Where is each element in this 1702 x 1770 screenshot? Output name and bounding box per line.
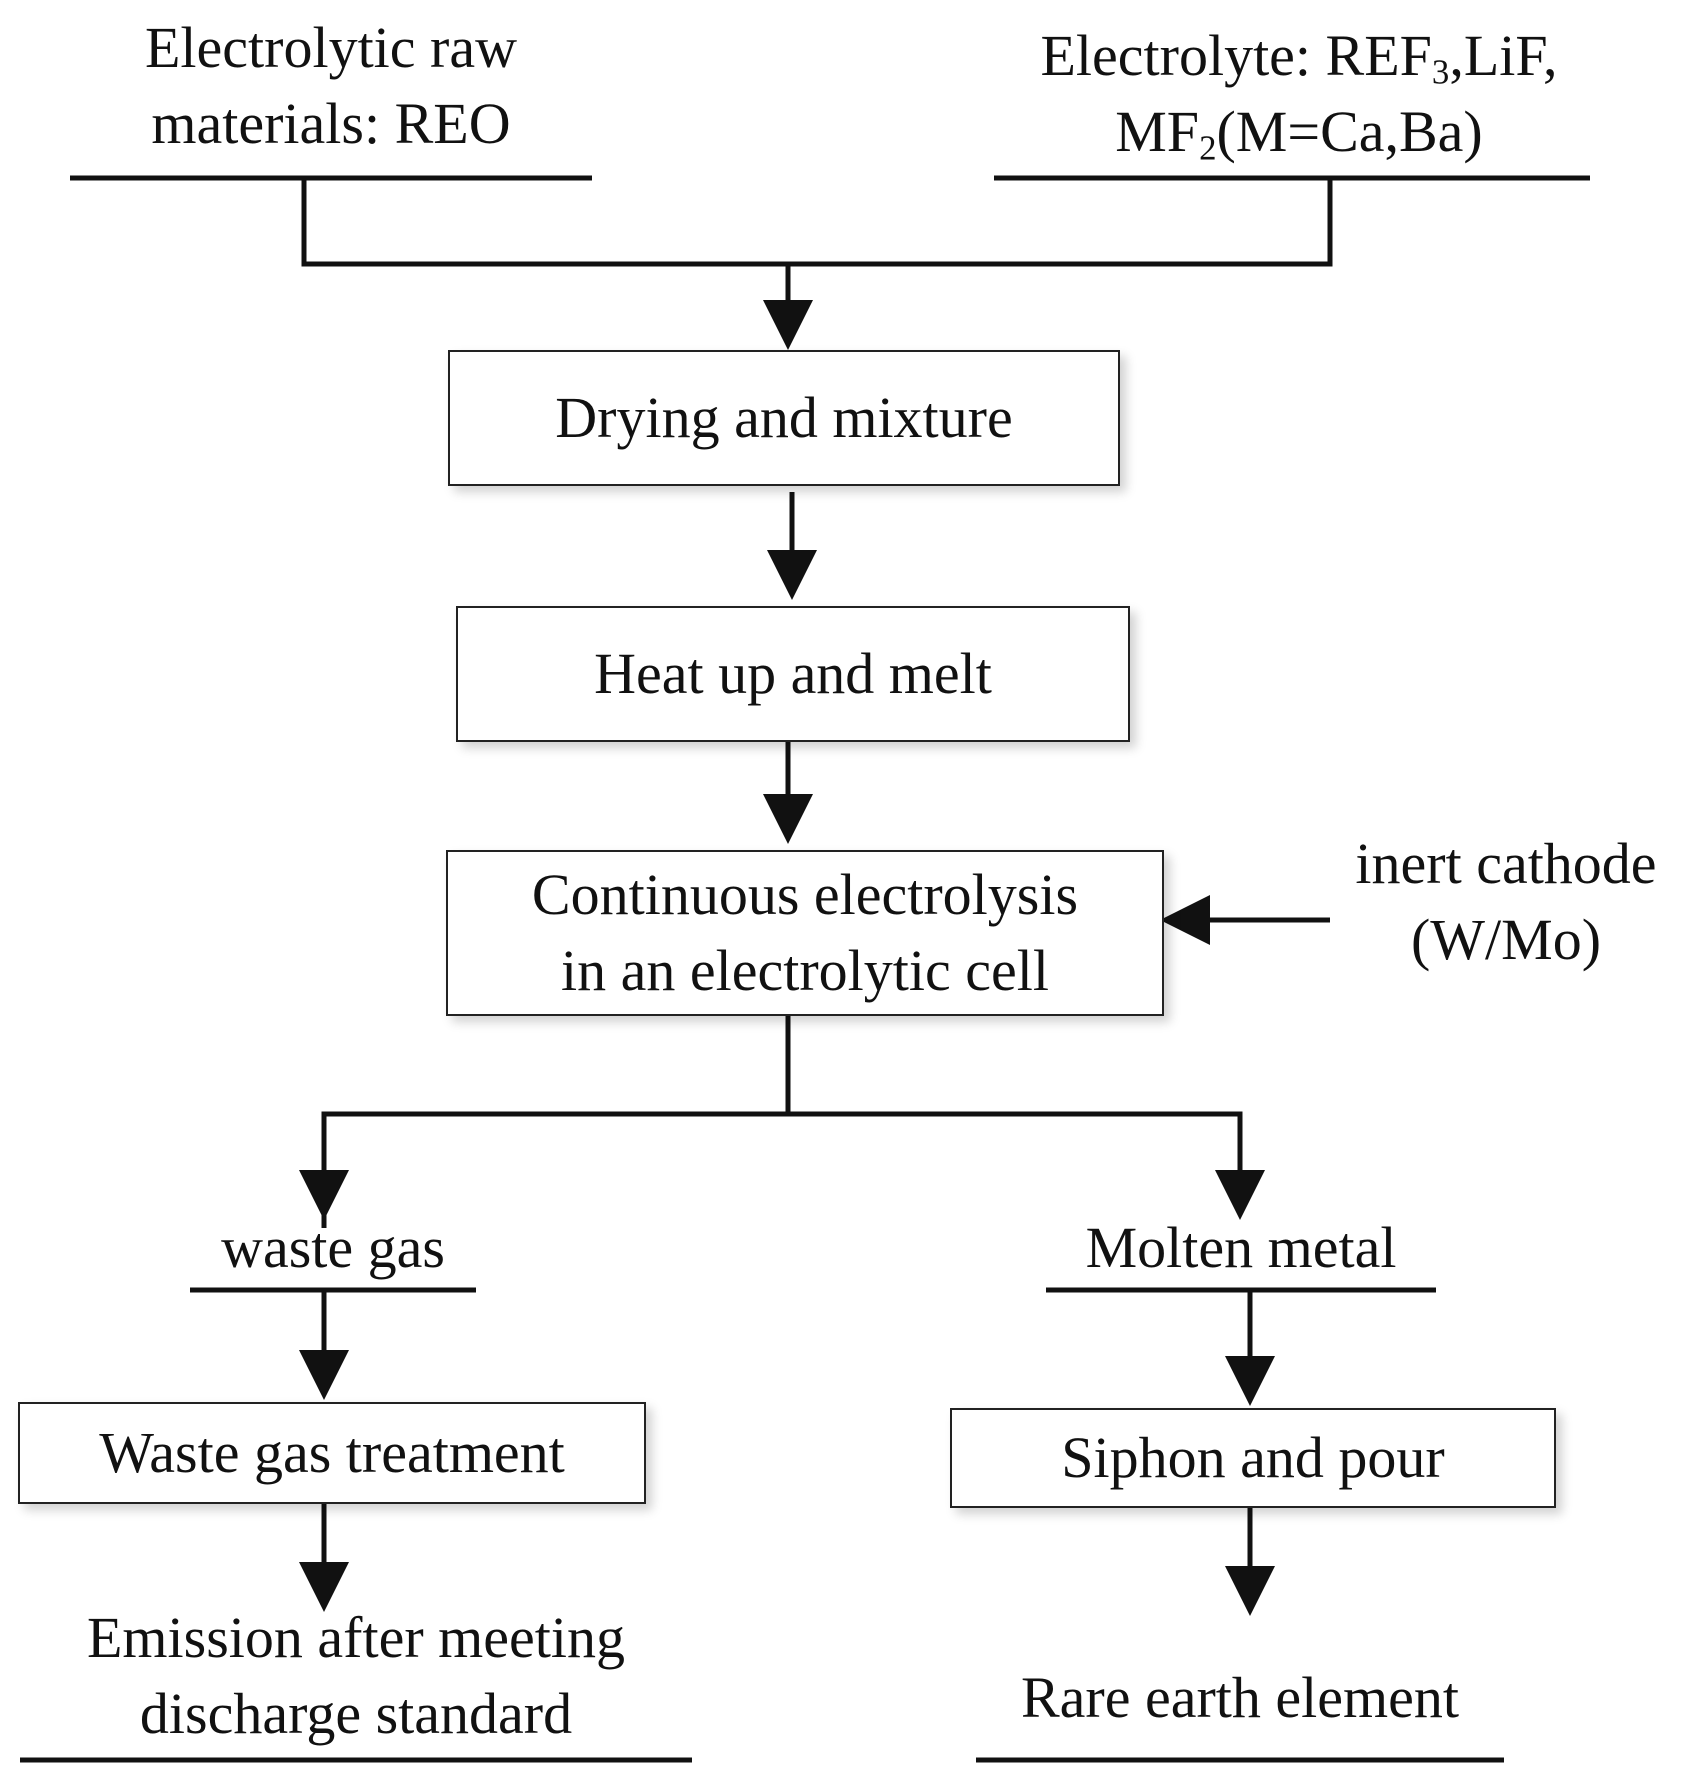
electrolyte-line1: Electrolyte: REF3,LiF,	[994, 18, 1604, 94]
heat-box: Heat up and melt	[456, 606, 1130, 742]
electrolysis-line1: Continuous electrolysis	[531, 862, 1079, 927]
rare-earth-label: Rare earth element	[956, 1660, 1524, 1736]
emission-line2: discharge standard	[139, 1681, 573, 1746]
raw-materials-label: Electrolytic raw materials: REO	[70, 10, 592, 162]
emission-label: Emission after meeting discharge standar…	[20, 1600, 692, 1752]
cathode-line2: (W/Mo)	[1410, 907, 1602, 972]
drying-box: Drying and mixture	[448, 350, 1120, 486]
electrolysis-line2: in an electrolytic cell	[561, 938, 1049, 1003]
electrolyte-label: Electrolyte: REF3,LiF, MF2(M=Ca,Ba)	[994, 18, 1604, 170]
waste-gas-label: waste gas	[190, 1210, 476, 1286]
waste-treatment-box: Waste gas treatment	[18, 1402, 646, 1504]
waste-treatment-label: Waste gas treatment	[99, 1420, 565, 1485]
electrolyte-line2-sub: 2	[1199, 128, 1217, 168]
electrolyte-line2-suffix: (M=Ca,Ba)	[1216, 99, 1483, 164]
cathode-label: inert cathode (W/Mo)	[1310, 826, 1702, 978]
molten-metal-text: Molten metal	[1085, 1215, 1397, 1280]
electrolysis-box: Continuous electrolysis in an electrolyt…	[446, 850, 1164, 1016]
merge-connector	[301, 178, 1333, 267]
cathode-line1: inert cathode	[1355, 831, 1657, 896]
heat-label: Heat up and melt	[594, 641, 992, 706]
waste-gas-text: waste gas	[221, 1215, 445, 1280]
electrolyte-line1-sub: 3	[1431, 52, 1450, 92]
rare-earth-text: Rare earth element	[1021, 1665, 1459, 1730]
electrolyte-line2-prefix: MF	[1115, 99, 1200, 164]
siphon-label: Siphon and pour	[1061, 1425, 1445, 1490]
raw-materials-line1: Electrolytic raw	[145, 15, 517, 80]
electrolyte-line1-prefix: Electrolyte: REF	[1040, 23, 1432, 88]
electrolyte-line2: MF2(M=Ca,Ba)	[994, 94, 1604, 170]
siphon-box: Siphon and pour	[950, 1408, 1556, 1508]
emission-line1: Emission after meeting	[87, 1605, 625, 1670]
electrolyte-line1-suffix: ,LiF,	[1449, 23, 1558, 88]
drying-label: Drying and mixture	[555, 385, 1013, 450]
raw-materials-line2: materials: REO	[151, 91, 511, 156]
molten-metal-label: Molten metal	[1046, 1210, 1436, 1286]
